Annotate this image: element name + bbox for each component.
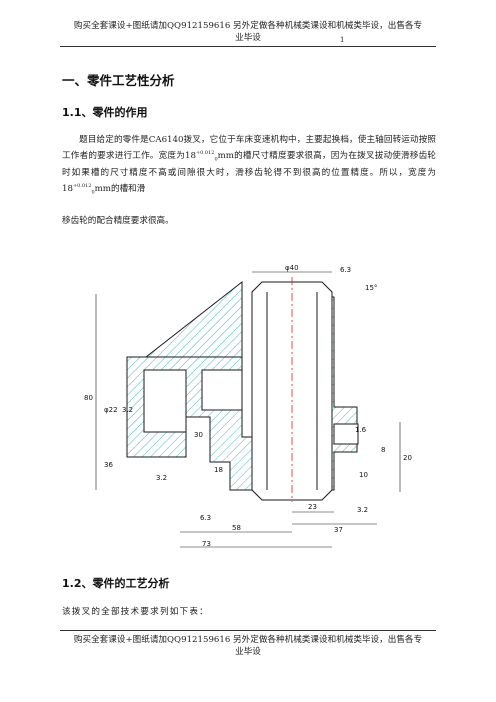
tolerance-lower-2: 0 bbox=[91, 189, 95, 196]
part-drawing: φ40 80 φ22 36 30 18 20 10 8 23 37 58 73 … bbox=[84, 264, 412, 548]
page-header: 购买全套课设+图纸请加QQ912159616 另外定做各种机械类课设和机械类毕设… bbox=[60, 20, 436, 44]
dim-right-10: 10 bbox=[359, 471, 368, 479]
dim-right-20: 20 bbox=[403, 454, 412, 462]
dim-left-hole: φ22 bbox=[104, 406, 118, 414]
page-footer: 购买全套课设+图纸请加QQ912159616 另外定做各种机械类课设和机械类毕设… bbox=[60, 634, 436, 658]
footer-rule bbox=[60, 630, 436, 631]
dim-mid-b: 18 bbox=[214, 466, 223, 474]
paragraph-text-b: mm的槽尺寸精度要求很高，因为在拨叉拔动使滑移齿轮时如果槽的尺寸精度不高或间隙很… bbox=[62, 151, 436, 195]
tolerance-upper-1: +0.012 bbox=[195, 150, 215, 157]
paragraph-text-c: mm的槽和滑 bbox=[94, 184, 146, 195]
dim-left-lower: 36 bbox=[104, 461, 113, 469]
tolerance-lower-1: 0 bbox=[214, 157, 218, 164]
dim-bottom-58: 58 bbox=[232, 524, 241, 532]
dim-bottom-73: 73 bbox=[202, 540, 211, 548]
roughness-right: 1.6 bbox=[355, 426, 367, 434]
dim-right-8: 8 bbox=[381, 446, 385, 454]
dim-mid-a: 30 bbox=[194, 431, 203, 439]
tolerance-upper-2: +0.012 bbox=[72, 183, 92, 190]
dim-left-total: 80 bbox=[84, 394, 93, 402]
subsection-title-2: 1.2、零件的工艺分析 bbox=[62, 577, 170, 590]
table-intro: 该拨叉的全部技术要求列如下表： bbox=[62, 607, 209, 617]
dim-bottom-23: 23 bbox=[308, 503, 317, 511]
header-rule bbox=[60, 46, 436, 47]
angle-label: 15° bbox=[365, 284, 377, 292]
part-rib bbox=[144, 280, 243, 358]
roughness-top: 6.3 bbox=[340, 266, 351, 274]
paragraph-text-a: 题目给定的零件是CA6140拨叉，它位于车床变速机构中，主要起换档，使主轴回转运… bbox=[62, 135, 436, 162]
roughness-left: 3.2 bbox=[122, 406, 133, 414]
roughness-bottom-left: 3.2 bbox=[156, 474, 167, 482]
roughness-right-low: 3.2 bbox=[357, 506, 368, 514]
section-title: 一、零件工艺性分析 bbox=[62, 73, 175, 88]
footer-line-1: 购买全套课设+图纸请加QQ912159616 另外定做各种机械类课设和机械类毕设… bbox=[73, 635, 423, 645]
page-number: 1 bbox=[340, 36, 345, 44]
dim-bottom-37: 37 bbox=[334, 526, 343, 534]
footer-line-2: 业毕设 bbox=[235, 647, 261, 657]
fork-slot bbox=[201, 369, 243, 411]
paragraph-part-function: 题目给定的零件是CA6140拨叉，它位于车床变速机构中，主要起换档，使主轴回转运… bbox=[62, 132, 436, 198]
paragraph-last-line: 移齿轮的配合精度要求很高。 bbox=[62, 216, 174, 226]
subsection-title-1: 1.1、零件的作用 bbox=[62, 106, 148, 119]
right-slot bbox=[333, 423, 359, 445]
header-line-1: 购买全套课设+图纸请加QQ912159616 另外定做各种机械类课设和机械类毕设… bbox=[73, 21, 423, 31]
left-slot bbox=[143, 369, 187, 433]
roughness-bottom-mid: 6.3 bbox=[200, 514, 211, 522]
header-line-2: 业毕设 bbox=[235, 33, 261, 43]
dim-top: φ40 bbox=[285, 264, 299, 272]
